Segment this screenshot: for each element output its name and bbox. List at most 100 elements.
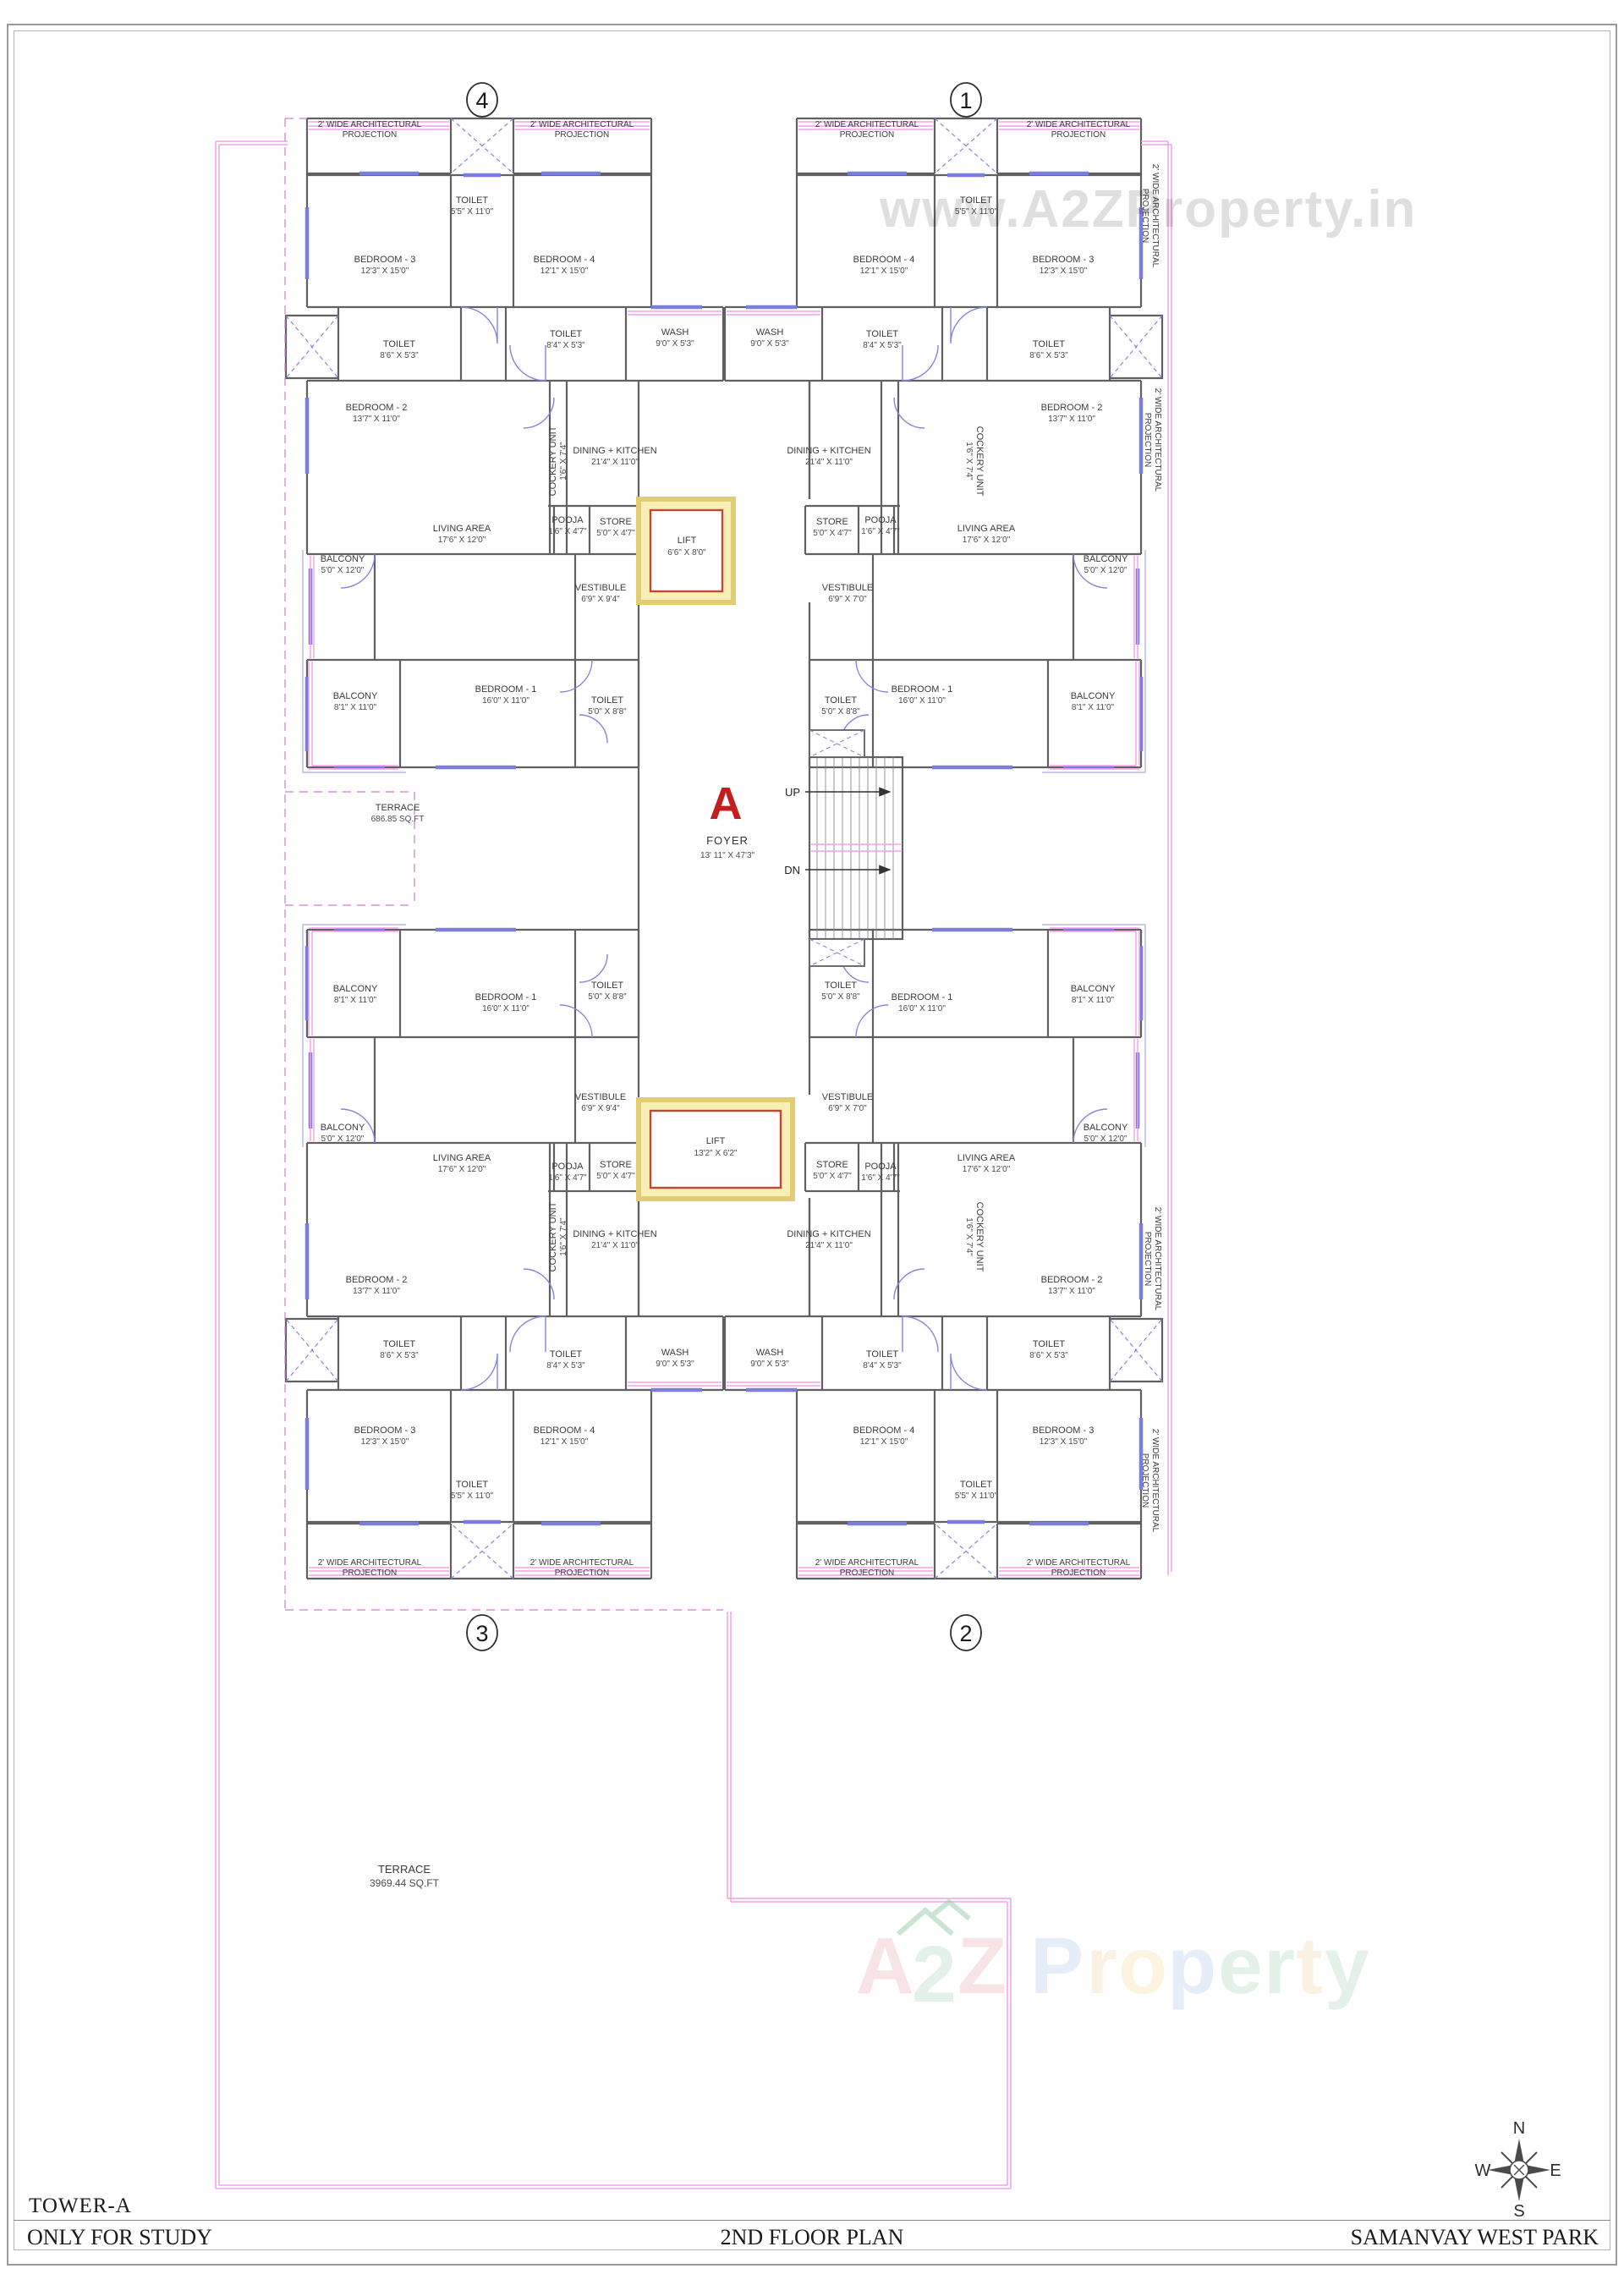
room-dims: 5'5" X 11'0": [955, 1491, 998, 1501]
room-label-balcony: BALCONY: [1084, 1123, 1128, 1133]
room-dims: 21'4" X 11'0": [591, 458, 639, 467]
svg-text:t: t: [1296, 1921, 1323, 2011]
room-dims: 5'0" X 12'0": [321, 1134, 365, 1144]
room-dims: 8'6" X 5'3": [1029, 351, 1068, 360]
projection-label: PROJECTION: [555, 1568, 609, 1578]
room-label-bedroom3: BEDROOM - 3: [1033, 255, 1095, 265]
room-dims: 13'7" X 11'0": [353, 1287, 400, 1296]
room-dims: 12'1" X 15'0": [540, 1437, 589, 1447]
room-label-wash: WASH: [756, 1348, 784, 1358]
room-label-toilet: TOILET: [550, 1349, 583, 1359]
room-dims: 8'4" X 5'3": [546, 1361, 585, 1370]
study-note: ONLY FOR STUDY: [27, 2225, 212, 2249]
page-inner-border: [14, 30, 1610, 2250]
svg-text:1'6" X 7'4": 1'6" X 7'4": [964, 1217, 974, 1256]
room-dims: 5'5" X 11'0": [451, 207, 494, 217]
room-label-pooja: POOJA: [551, 1162, 584, 1172]
projection-label: 2' WIDE ARCHITECTURAL: [1027, 120, 1131, 129]
svg-text:PROJECTION: PROJECTION: [1143, 413, 1152, 467]
room-dims: 8'4" X 5'3": [863, 1361, 902, 1370]
room-label-living: LIVING AREA: [957, 524, 1016, 534]
room-dims: 1'6" X 7'4": [559, 442, 568, 481]
room-dims: 12'3" X 15'0": [1040, 1437, 1088, 1447]
foyer-dims: 13' 11" X 47'3": [700, 851, 755, 860]
room-label-balcony: BALCONY: [1071, 691, 1116, 701]
projection-label: PROJECTION: [555, 130, 609, 140]
unit-number-3: 3: [475, 1621, 488, 1646]
room-label-cockery: COCKERY UNIT: [548, 426, 558, 496]
svg-text:p: p: [1167, 1921, 1216, 2011]
room-dims: 5'5" X 11'0": [955, 207, 998, 217]
room-dims: 12'1" X 15'0": [860, 266, 908, 276]
projection-label-vertical: 2' WIDE ARCHITECTURAL: [1153, 388, 1162, 492]
room-label-store: STORE: [600, 1160, 632, 1170]
room-label-bedroom1: BEDROOM - 1: [892, 992, 953, 1002]
projection-label: 2' WIDE ARCHITECTURAL: [318, 120, 422, 129]
room-dims: 5'0" X 4'7": [813, 1172, 852, 1181]
svg-text:r: r: [1086, 1921, 1117, 2011]
svg-text:y: y: [1325, 1921, 1369, 2011]
room-dims: 8'4" X 5'3": [863, 341, 902, 350]
room-dims: 21'4" X 11'0": [591, 1241, 639, 1250]
projection-label: 2' WIDE ARCHITECTURAL: [815, 1558, 919, 1568]
room-label-cockery: COCKERY UNIT: [974, 426, 985, 497]
room-dims: 17'6" X 12'0": [438, 536, 486, 545]
room-label-toilet: TOILET: [456, 195, 489, 206]
projection-label: PROJECTION: [343, 130, 397, 140]
room-label-balcony: BALCONY: [1071, 984, 1116, 994]
room-label-toilet: TOILET: [1033, 1339, 1066, 1349]
building-letter: A: [710, 778, 743, 829]
room-label-bedroom3: BEDROOM - 3: [1033, 1425, 1095, 1436]
room-dims: 1'6" X 4'7": [548, 1173, 587, 1183]
lift-bottom-dims: 13'2" X 6'2": [694, 1149, 738, 1158]
room-dims: 12'3" X 15'0": [361, 1437, 409, 1447]
svg-text:2: 2: [912, 1930, 957, 2019]
room-label-toilet: TOILET: [383, 339, 416, 349]
lift-top-dims: 6'6" X 8'0": [667, 548, 706, 558]
room-label-cockery: COCKERY UNIT: [974, 1202, 985, 1272]
room-dims: 1'6" X 4'7": [861, 1173, 900, 1183]
room-dims: 12'3" X 15'0": [361, 266, 409, 276]
room-label-bedroom2: BEDROOM - 2: [346, 403, 408, 413]
terrace-bottom-area: 3969.44 SQ.FT: [370, 1877, 440, 1889]
room-dims: 6'9" X 9'4": [581, 1104, 620, 1113]
lift-bottom-label: LIFT: [706, 1136, 726, 1146]
projection-label: 2' WIDE ARCHITECTURAL: [530, 120, 634, 129]
svg-text:P: P: [1030, 1921, 1084, 2011]
room-label-toilet: TOILET: [550, 329, 583, 339]
room-label-toilet: TOILET: [825, 695, 858, 706]
room-label-toilet: TOILET: [456, 1480, 489, 1490]
room-label-toilet: TOILET: [866, 329, 899, 339]
room-label-cockery: COCKERY UNIT: [548, 1201, 558, 1272]
terrace-side-label: TERRACE: [376, 803, 420, 813]
compass-south: S: [1513, 2202, 1524, 2221]
svg-text:A: A: [856, 1921, 914, 2011]
room-dims: 8'1" X 11'0": [334, 703, 377, 712]
room-dims: 6'9" X 9'4": [581, 595, 620, 604]
room-label-balcony: BALCONY: [321, 554, 365, 564]
room-dims: 21'4" X 11'0": [805, 458, 853, 467]
svg-text:1'6" X 7'4": 1'6" X 7'4": [559, 1217, 568, 1256]
room-label-wash: WASH: [756, 327, 784, 338]
room-dims: 5'0" X 8'8": [588, 707, 627, 717]
room-dims: 8'6" X 5'3": [380, 351, 419, 360]
room-dims: 1'6" X 4'7": [548, 527, 587, 536]
compass-icon: N S W E: [1475, 2119, 1561, 2221]
unit-markers: 4 1 3 2: [466, 82, 982, 1651]
room-dims: 5'0" X 4'7": [596, 529, 635, 538]
room-label-wash: WASH: [661, 327, 689, 338]
room-dims: 13'7" X 11'0": [1048, 415, 1095, 424]
projection-label: PROJECTION: [840, 130, 894, 140]
room-label-balcony: BALCONY: [333, 984, 378, 994]
room-dims: 5'0" X 12'0": [1084, 566, 1127, 575]
projection-label: PROJECTION: [343, 1568, 397, 1578]
room-label-bedroom4: BEDROOM - 4: [534, 1425, 595, 1436]
projection-label: 2' WIDE ARCHITECTURAL: [815, 120, 919, 129]
projection-label: PROJECTION: [840, 1568, 894, 1578]
room-label-bedroom2: BEDROOM - 2: [1041, 403, 1103, 413]
room-dims: 16'0" X 11'0": [898, 696, 946, 706]
terrace-bottom-label: TERRACE: [378, 1863, 431, 1876]
room-label-living: LIVING AREA: [433, 524, 491, 534]
watermark-brand: A 2 Z P r o p e r t y: [856, 1898, 1369, 2019]
